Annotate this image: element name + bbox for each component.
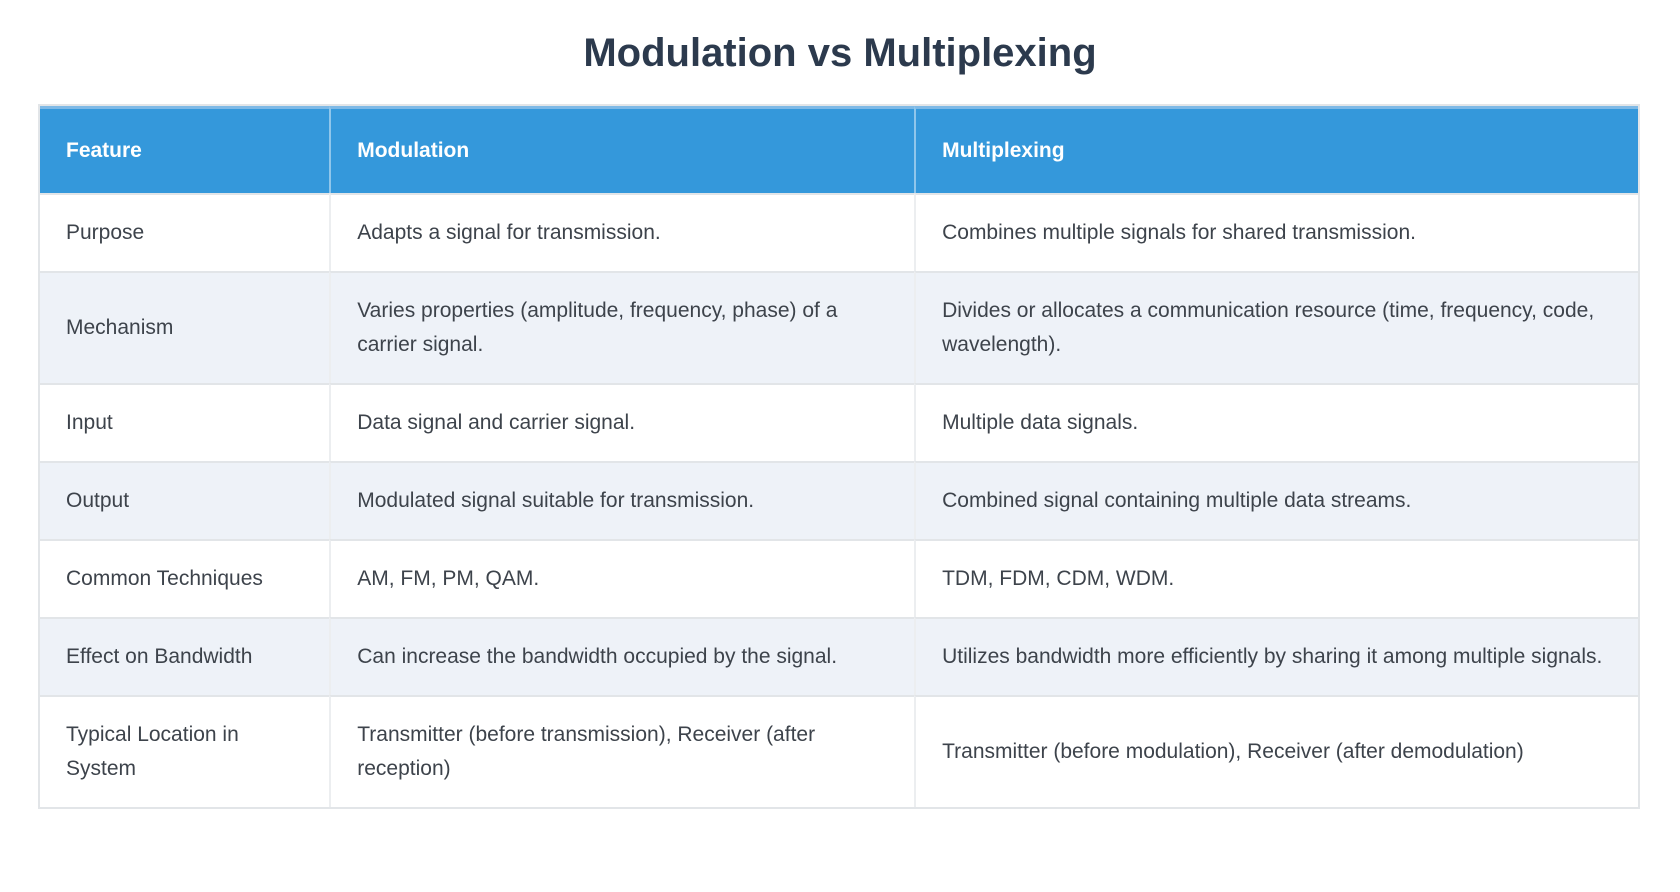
modulation-cell: Modulated signal suitable for transmissi… bbox=[329, 461, 915, 539]
table-row: Typical Location in System Transmitter (… bbox=[40, 695, 1638, 807]
feature-cell: Effect on Bandwidth bbox=[40, 617, 330, 695]
feature-cell: Input bbox=[40, 383, 330, 461]
table-row: Common Techniques AM, FM, PM, QAM. TDM, … bbox=[40, 539, 1638, 617]
table-row: Effect on Bandwidth Can increase the ban… bbox=[40, 617, 1638, 695]
multiplexing-cell: Combined signal containing multiple data… bbox=[914, 461, 1638, 539]
modulation-cell: Transmitter (before transmission), Recei… bbox=[329, 695, 915, 807]
modulation-cell: Adapts a signal for transmission. bbox=[329, 193, 915, 271]
multiplexing-cell: Divides or allocates a communication res… bbox=[914, 271, 1638, 383]
table-row: Input Data signal and carrier signal. Mu… bbox=[40, 383, 1638, 461]
multiplexing-cell: Multiple data signals. bbox=[914, 383, 1638, 461]
table-row: Mechanism Varies properties (amplitude, … bbox=[40, 271, 1638, 383]
modulation-cell: Data signal and carrier signal. bbox=[329, 383, 915, 461]
multiplexing-cell: Combines multiple signals for shared tra… bbox=[914, 193, 1638, 271]
column-header-modulation: Modulation bbox=[329, 106, 915, 193]
table-body: Purpose Adapts a signal for transmission… bbox=[40, 193, 1638, 807]
modulation-cell: AM, FM, PM, QAM. bbox=[329, 539, 915, 617]
multiplexing-cell: TDM, FDM, CDM, WDM. bbox=[914, 539, 1638, 617]
table-header: Feature Modulation Multiplexing bbox=[40, 106, 1638, 193]
comparison-table: Feature Modulation Multiplexing Purpose … bbox=[38, 104, 1640, 809]
multiplexing-cell: Transmitter (before modulation), Receive… bbox=[914, 695, 1638, 807]
modulation-cell: Varies properties (amplitude, frequency,… bbox=[329, 271, 915, 383]
feature-cell: Typical Location in System bbox=[40, 695, 330, 807]
page-title: Modulation vs Multiplexing bbox=[583, 31, 1097, 75]
table-row: Output Modulated signal suitable for tra… bbox=[40, 461, 1638, 539]
column-header-feature: Feature bbox=[40, 106, 330, 193]
feature-cell: Mechanism bbox=[40, 271, 330, 383]
modulation-cell: Can increase the bandwidth occupied by t… bbox=[329, 617, 915, 695]
header-row: Feature Modulation Multiplexing bbox=[40, 106, 1638, 193]
feature-cell: Output bbox=[40, 461, 330, 539]
feature-cell: Purpose bbox=[40, 193, 330, 271]
column-header-multiplexing: Multiplexing bbox=[914, 106, 1638, 193]
multiplexing-cell: Utilizes bandwidth more efficiently by s… bbox=[914, 617, 1638, 695]
feature-cell: Common Techniques bbox=[40, 539, 330, 617]
table-row: Purpose Adapts a signal for transmission… bbox=[40, 193, 1638, 271]
